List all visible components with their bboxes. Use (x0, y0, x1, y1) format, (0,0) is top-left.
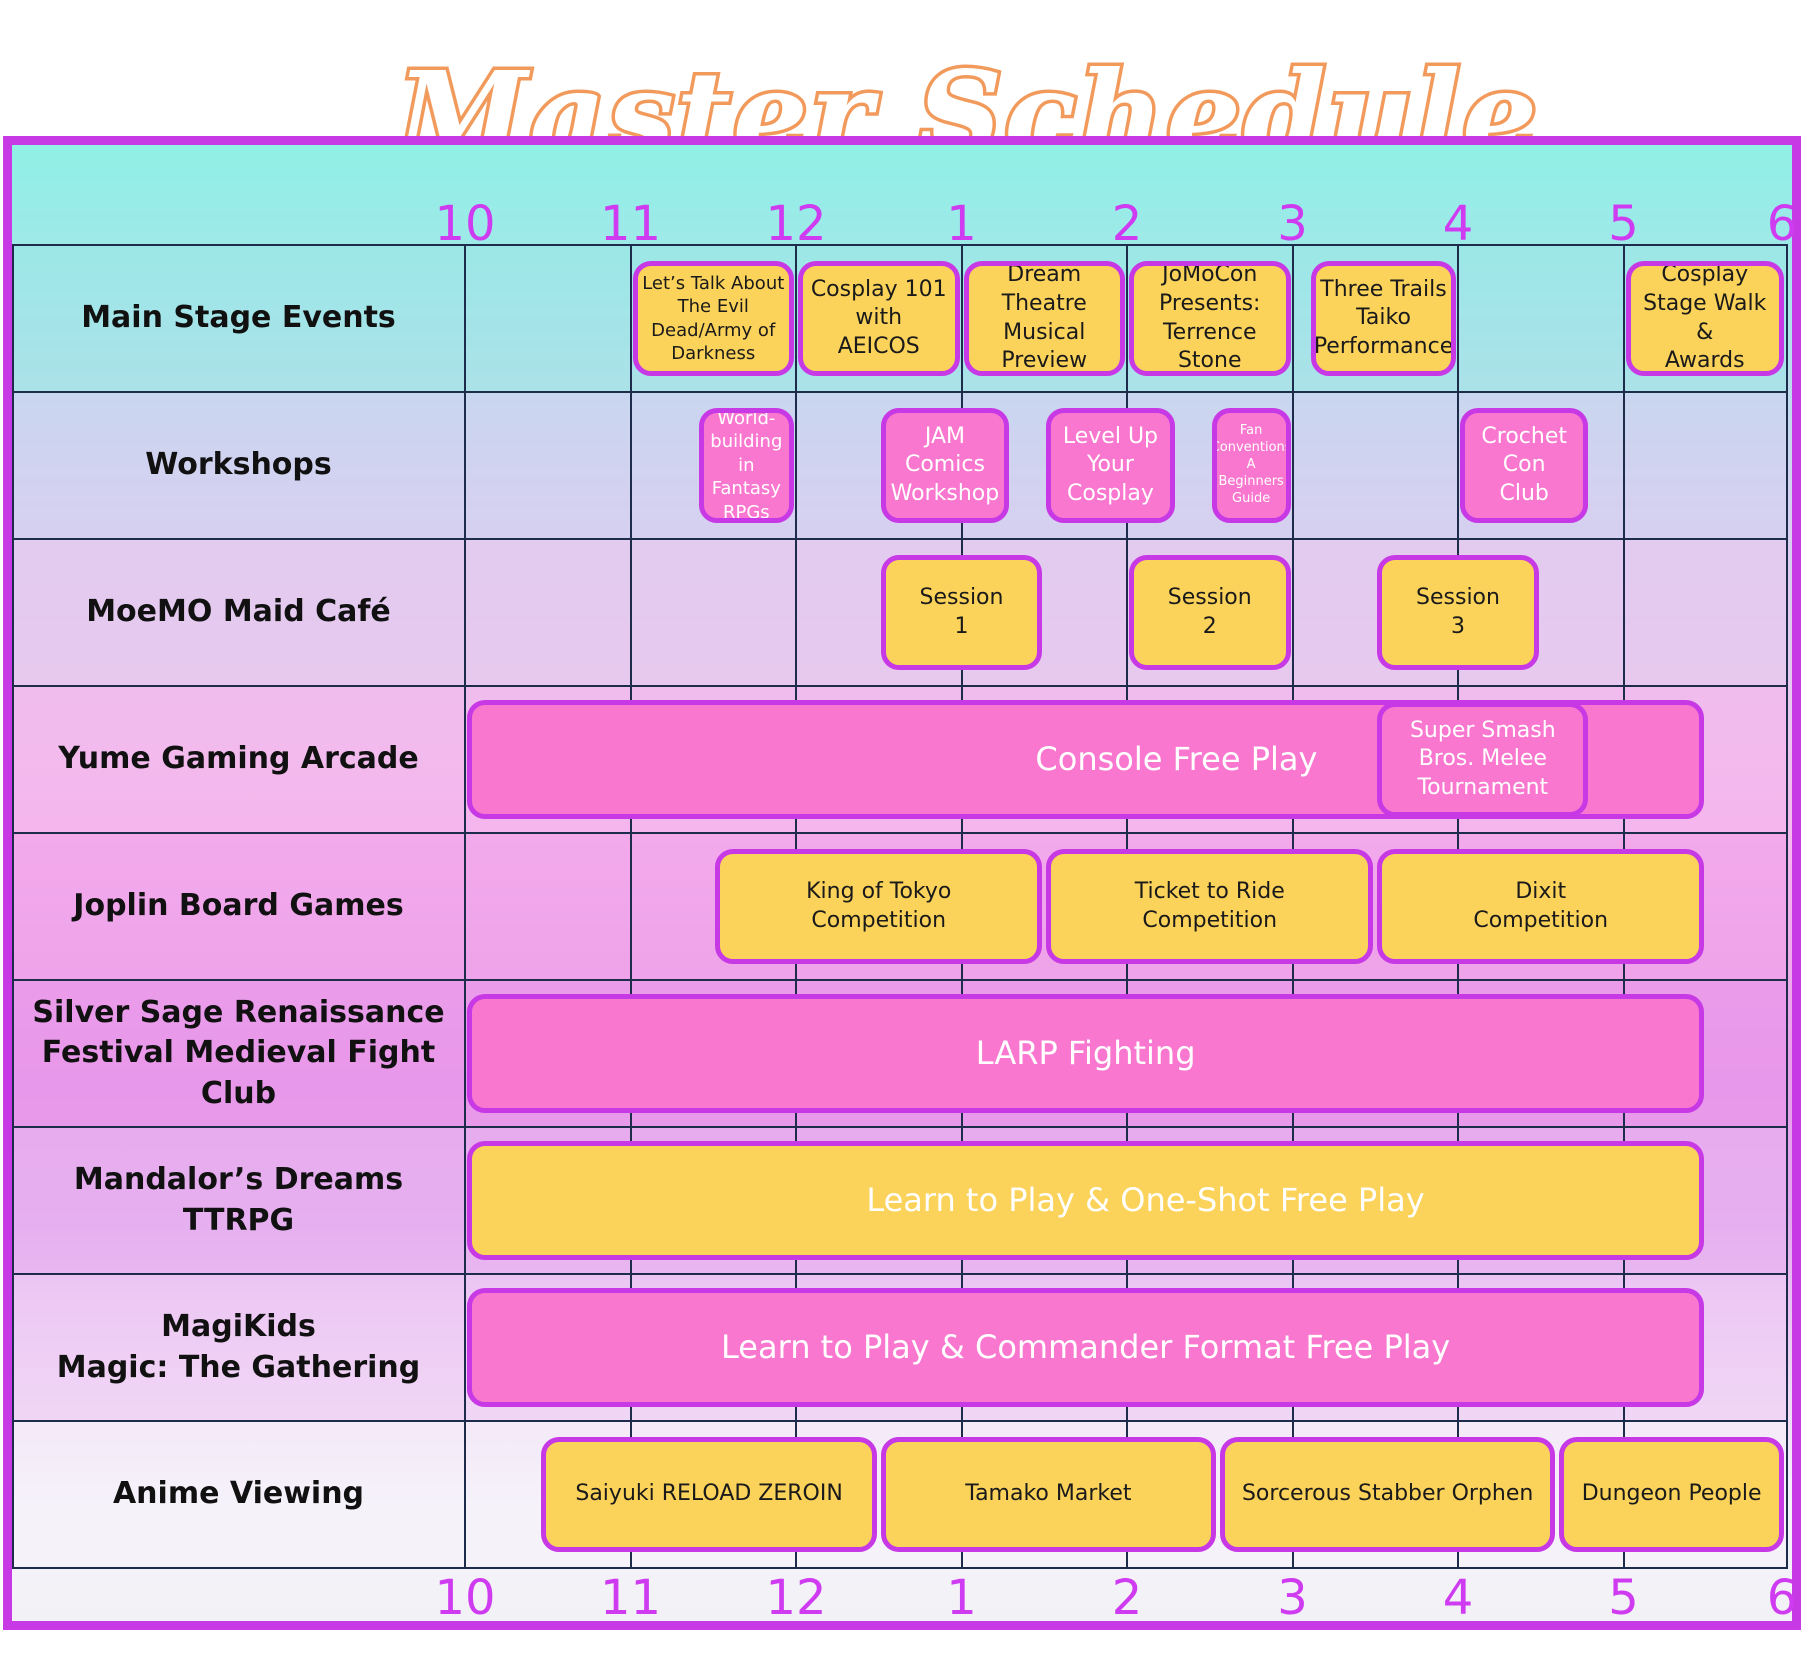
row-label: MoeMO Maid Café (86, 594, 391, 630)
schedule-event[interactable]: Learn to Play & One-Shot Free Play (467, 1141, 1705, 1260)
grid-hline (12, 832, 1788, 834)
schedule-event[interactable]: Ticket to Ride Competition (1046, 849, 1374, 964)
hour-label: 4 (1442, 1570, 1474, 1626)
schedule-event[interactable]: Session 2 (1129, 555, 1291, 670)
schedule-frame (3, 136, 1801, 1630)
hour-label: 2 (1111, 1570, 1143, 1626)
schedule-event[interactable]: JAM Comics Workshop (880, 408, 1010, 523)
row-label: Anime Viewing (112, 1476, 365, 1512)
schedule-event[interactable]: Learn to Play & Commander Format Free Pl… (467, 1288, 1705, 1407)
grid-hline (12, 1273, 1788, 1275)
schedule-event[interactable]: Level Up Your Cosplay (1046, 408, 1175, 523)
grid-vline (1786, 245, 1788, 1568)
schedule-event[interactable]: Sorcerous Stabber Orphen (1220, 1437, 1556, 1552)
hour-label: 6 (1766, 196, 1798, 252)
row-label: Workshops (145, 447, 332, 483)
schedule-event[interactable]: Cosplay 101 with AEICOS (798, 261, 960, 376)
hour-label: 3 (1277, 196, 1308, 252)
hour-label: 10 (434, 1570, 496, 1626)
hour-label: 6 (1766, 1570, 1798, 1626)
grid-hline (12, 391, 1788, 393)
row-label: Silver Sage Renaissance Festival Medieva… (32, 994, 445, 1111)
grid-vline (12, 245, 14, 1568)
schedule-event[interactable]: King of Tokyo Competition (715, 849, 1043, 964)
grid-hline (12, 1567, 1788, 1569)
schedule-event[interactable]: Session 1 (880, 555, 1043, 670)
grid-hline (12, 685, 1788, 687)
schedule-event[interactable]: Tamako Market (880, 1437, 1217, 1552)
hour-label: 12 (765, 196, 827, 252)
hour-label: 10 (434, 196, 496, 252)
hour-label: 4 (1442, 196, 1474, 252)
schedule-event[interactable]: Super Smash Bros. Melee Tournament (1377, 702, 1589, 817)
grid-hline (12, 538, 1788, 540)
hour-label: 5 (1608, 1570, 1639, 1626)
grid-vline (629, 245, 632, 1568)
hour-label: 2 (1111, 196, 1143, 252)
hour-label: 12 (765, 1570, 827, 1626)
schedule-event[interactable]: Dixit Competition (1377, 849, 1705, 964)
hour-label: 1 (946, 1570, 977, 1626)
row-label: Mandalor’s Dreams TTRPG (73, 1162, 404, 1238)
schedule-event[interactable]: Let’s Talk About The Evil Dead/Army of D… (632, 261, 794, 376)
grid-hline (12, 1126, 1788, 1128)
row-label: Main Stage Events (81, 300, 396, 336)
schedule-event[interactable]: Session 3 (1377, 555, 1539, 670)
schedule-event[interactable]: Fan Conventions A Beginners Guide (1211, 408, 1291, 523)
grid-hline (12, 979, 1788, 981)
row-label: MagiKids Magic: The Gathering (56, 1309, 421, 1385)
hour-label: 1 (946, 196, 977, 252)
grid-hline (12, 1420, 1788, 1422)
schedule-event[interactable]: Dream Theatre Musical Preview (963, 261, 1125, 376)
hour-label: 5 (1608, 196, 1639, 252)
schedule-event[interactable]: Dungeon People (1559, 1437, 1784, 1552)
hour-label: 11 (599, 1570, 662, 1626)
schedule-event[interactable]: Three Trails Taiko Performance (1311, 261, 1456, 376)
schedule-event[interactable]: Crochet Con Club (1460, 408, 1589, 523)
hour-label: 3 (1277, 1570, 1308, 1626)
grid-vline (464, 245, 466, 1568)
schedule-event[interactable]: Saiyuki RELOAD ZEROIN (541, 1437, 877, 1552)
schedule-event[interactable]: World- building in Fantasy RPGs (698, 408, 794, 523)
schedule-event[interactable]: Cosplay Stage Walk & Awards (1625, 261, 1784, 376)
row-label: Yume Gaming Arcade (58, 741, 419, 777)
grid-hline (12, 244, 1788, 246)
schedule-event[interactable]: JoMoCon Presents: Terrence Stone (1129, 261, 1291, 376)
hour-label: 11 (599, 196, 662, 252)
row-label: Joplin Board Games (73, 888, 404, 924)
schedule-event[interactable]: LARP Fighting (467, 994, 1705, 1113)
